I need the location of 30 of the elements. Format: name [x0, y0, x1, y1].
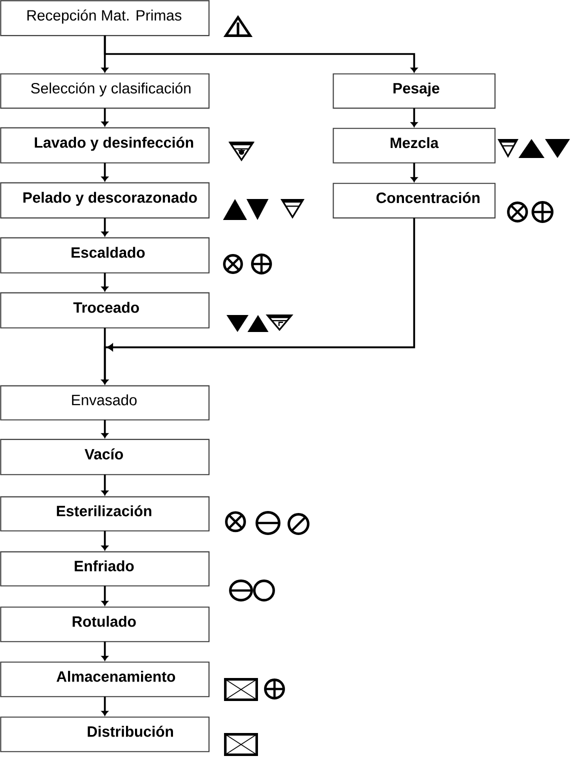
arrow	[101, 218, 108, 236]
arrow	[101, 696, 108, 716]
arrow	[104, 36, 418, 73]
process-box: Lavado y desinfección	[0, 127, 210, 164]
arrow	[101, 474, 108, 496]
arrow	[410, 162, 418, 182]
process-box: Vacío	[0, 438, 210, 476]
process-box: Concentración	[332, 182, 496, 218]
process-box: Mezcla	[332, 128, 496, 164]
arrow	[101, 162, 108, 182]
arrow	[410, 108, 418, 128]
process-box: Envasado	[0, 385, 210, 420]
process-box: Almacenamiento	[0, 662, 210, 698]
process-box: Esterilización	[0, 496, 210, 532]
arrow	[101, 420, 108, 438]
arrow	[101, 108, 108, 126]
arrow	[101, 530, 108, 550]
arrow	[101, 218, 416, 384]
process-box: Pelado y descorazonado	[0, 182, 210, 218]
arrow	[101, 642, 108, 661]
process-box: Pesaje	[332, 73, 496, 109]
process-box: Distribución	[0, 716, 210, 752]
process-box: Recepción Mat. Primas	[0, 0, 210, 36]
process-box: Escaldado	[0, 237, 210, 274]
arrow	[101, 272, 108, 292]
arrow	[101, 586, 108, 606]
process-box: Selección y clasificación	[0, 73, 210, 109]
process-box: Troceado	[0, 292, 210, 328]
process-box: Rotulado	[0, 606, 210, 642]
process-box: Enfriado	[0, 551, 210, 586]
